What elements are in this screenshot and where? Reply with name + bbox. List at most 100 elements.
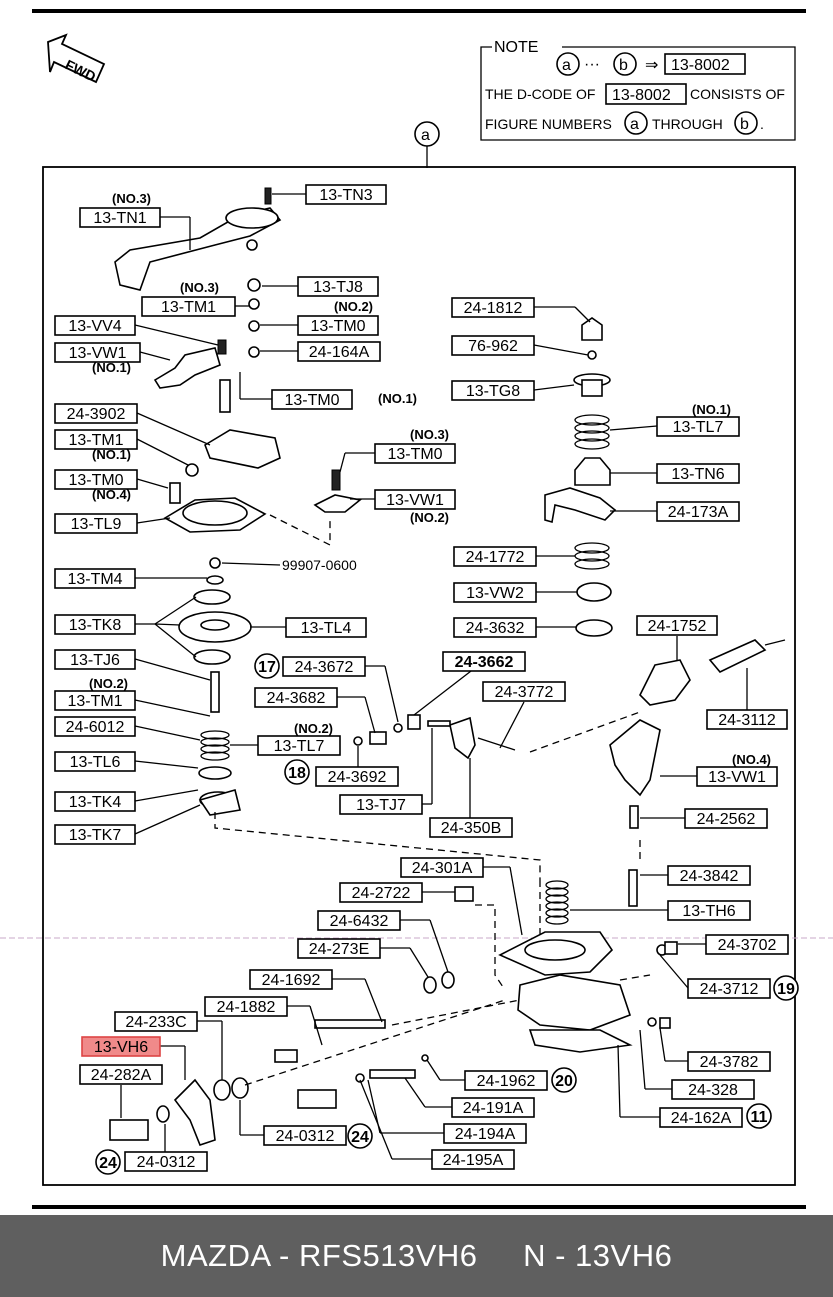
part-label-24-3902: 24-3902 [54,403,138,424]
part-label-13-vw1-text: 13-VW1 [708,769,766,786]
part-label-24-173a-box [656,501,740,522]
part-label-13-tl7-text: 13-TL7 [673,419,724,436]
footer-brand: MAZDA - RFS513VH6 [160,1238,478,1273]
part-label-13-vw2-text: 13-VW2 [466,585,524,602]
part-label-24-233c-text: 24-233C [125,1014,186,1031]
circled-number-ring [95,1149,121,1175]
part-label-13-tn3: 13-TN3 [305,184,387,205]
part-label-24-1692-text: 24-1692 [262,972,321,989]
part-label-13-tm0-text: 13-TM0 [68,472,123,489]
parts-diagram: FWD NOTE a ··· b ⇒ 13-8002 THE D-CODE OF… [0,9,833,1209]
part-label-24-1962-box [464,1070,548,1091]
part-label-13-tl6: 13-TL6 [54,751,136,772]
part-label-24-6432-box [317,910,401,931]
part-label-24-350b: 24-350B [429,817,513,838]
part-label-24-3902-text: 24-3902 [67,406,126,423]
part-label-13-tl4-box [285,617,367,638]
part-label-13-tm0-box [297,315,379,336]
circled-number-ring [773,975,799,1001]
part-label-24-162a: 24-162A [659,1107,743,1128]
part-label-24-301a-text: 24-301A [412,860,473,877]
part-label-24-3662-bold-box [442,651,526,672]
part-label-13-vw1: 13-VW1 [374,489,456,510]
part-label-13-tl6-text: 13-TL6 [70,754,121,771]
part-labels: 13-TN3 13-TN1 13-TJ8 13-TM1 13-TM0 13-VV4 24-1… [54,184,789,1172]
qualifier-label: (NO.1) [92,360,131,375]
part-label-13-tm4-box [54,568,136,589]
part-label-24-350b-box [429,817,513,838]
part-label-13-tg8: 13-TG8 [451,380,535,401]
note-symbol-b: b [619,57,628,74]
circled-number-ring [551,1067,577,1093]
part-label-13-tg8-box [451,380,535,401]
part-label-13-tj8-box [297,276,379,297]
part-label-24-164a-text: 24-164A [309,344,370,361]
part-label-24-3782-box [687,1051,771,1072]
part-label-24-1752: 24-1752 [636,615,718,636]
part-label-24-3782-text: 24-3782 [700,1054,759,1071]
part-label-13-tl4: 13-TL4 [285,617,367,638]
circled-number-ring [347,1123,373,1149]
part-label-24-1692: 24-1692 [249,969,333,990]
part-label-24-1812: 24-1812 [451,297,535,318]
circled-number-18: 18 [284,759,310,785]
part-label-13-tj6-box [54,649,136,670]
part-label-24-3112-text: 24-3112 [718,712,776,729]
part-label-24-1812-text: 24-1812 [464,300,523,317]
part-label-13-tl7: 13-TL7 [656,416,740,437]
part-label-13-tm4: 13-TM4 [54,568,136,589]
part-label-13-tj7-box [339,794,423,815]
part-label-24-162a-box [659,1107,743,1128]
part-label-13-tl6-box [54,751,136,772]
part-label-13-tl9: 13-TL9 [54,513,138,534]
part-label-13-vw1-box [374,489,456,510]
part-label-13-tk4-box [54,791,136,812]
part-label-24-3112: 24-3112 [706,709,788,730]
part-label-24-3842-box [667,865,751,886]
part-label-24-0312-text: 24-0312 [137,1154,196,1171]
part-label-13-tl9-box [54,513,138,534]
note-symbol-b-2: b [740,116,749,133]
part-label-13-tm0: 13-TM0 [297,315,379,336]
qualifier-label: (NO.1) [692,402,731,417]
part-label-13-vh6-highlighted[interactable]: 13-VH6 [81,1036,161,1057]
circled-number-text: 19 [777,981,795,998]
part-label-13-tn1: 13-TN1 [79,207,161,228]
part-label-24-0312-box [263,1125,347,1146]
part-label-13-tk7-box [54,824,136,845]
note-line2-through: THROUGH [652,116,723,132]
part-label-24-162a-text: 24-162A [671,1110,732,1127]
part-label-13-tm0: 13-TM0 [54,469,138,490]
part-label-24-164a-box [297,341,381,362]
part-label-13-vv4-text: 13-VV4 [68,318,121,335]
part-label-24-233c: 24-233C [114,1011,198,1032]
part-label-24-2562-text: 24-2562 [697,811,756,828]
circled-number-text: 24 [351,1129,369,1146]
part-label-24-3842: 24-3842 [667,865,751,886]
part-label-13-tl4-text: 13-TL4 [301,620,352,637]
part-illustrations [109,187,786,1146]
part-label-13-tn1-text: 13-TN1 [93,210,146,227]
circled-number-ring [284,759,310,785]
part-label-13-tl7: 13-TL7 [257,735,341,756]
part-label-13-tm1-text: 13-TM1 [67,693,122,710]
part-label-24-1882-box [204,996,288,1017]
part-label-24-3702-box [705,934,789,955]
highlighted-part-label[interactable]: 13-VH6 [81,1036,161,1057]
part-label-13-tj8: 13-TJ8 [297,276,379,297]
part-label-24-273e: 24-273E [297,938,381,959]
part-label-24-3712: 24-3712 [687,978,771,999]
part-label-24-191a-text: 24-191A [463,1100,524,1117]
part-label-24-6012-box [54,716,136,737]
part-label-24-328-box [671,1079,755,1100]
circled-number-24: 24 [347,1123,373,1149]
part-label-13-th6-text: 13-TH6 [682,903,735,920]
part-label-24-3702-text: 24-3702 [718,937,777,954]
part-label-24-3692-box [315,766,399,787]
marker-a: a [421,127,430,144]
qualifier-labels: (NO.3)(NO.3)(NO.2)(NO.1)(NO.1)(NO.1)(NO.… [89,191,771,767]
part-label-13-tk8-text: 13-TK8 [69,617,122,634]
part-label-13-tj6: 13-TJ6 [54,649,136,670]
part-label-24-6432-text: 24-6432 [330,913,389,930]
